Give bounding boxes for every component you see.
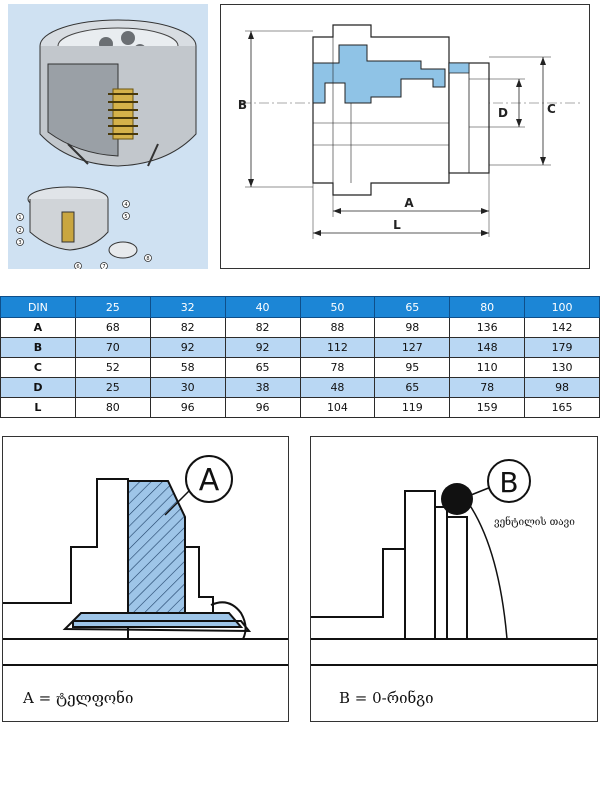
table-cell: 98 <box>374 317 451 338</box>
table-cell: 58 <box>149 357 226 378</box>
row-label: C <box>0 357 76 378</box>
table-row: C 52 58 65 78 95 110 130 <box>0 357 600 378</box>
table-cell: 88 <box>299 317 376 338</box>
callout-label: 6 <box>76 264 79 269</box>
detail-a-badge <box>185 455 233 503</box>
table-cell: 130 <box>524 357 600 378</box>
table-cell: 65 <box>374 377 451 398</box>
callout-label: 5 <box>124 214 127 220</box>
product-photo-panel: 1 2 3 4 5 6 7 8 <box>8 4 208 269</box>
table-cell: 148 <box>449 337 526 358</box>
table-row: L 80 96 96 104 119 159 165 <box>0 397 600 418</box>
table-cell: 82 <box>224 317 301 338</box>
table-header-cell: 40 <box>224 296 301 318</box>
o-ring-section <box>441 483 473 515</box>
table-cell: 78 <box>449 377 526 398</box>
table-cell: 110 <box>449 357 526 378</box>
row-label: B <box>0 337 76 358</box>
table-cell: 98 <box>524 377 600 398</box>
table-header-cell: 50 <box>299 296 376 318</box>
table-cell: 30 <box>149 377 226 398</box>
table-cell: 142 <box>524 317 600 338</box>
callout-label: 1 <box>18 215 21 221</box>
table-cell: 104 <box>299 397 376 418</box>
table-cell: 92 <box>224 337 301 358</box>
table-row: B 70 92 92 112 127 148 179 <box>0 337 600 358</box>
detail-b-note: ვენტილის თავი <box>494 517 575 528</box>
table-cell: 95 <box>374 357 451 378</box>
table-header-cell: 100 <box>524 296 600 318</box>
table-header-cell: 65 <box>374 296 451 318</box>
table-cell: 179 <box>524 337 600 358</box>
table-header-cell: 80 <box>449 296 526 318</box>
detail-b-badge <box>487 459 531 503</box>
table-cell: 25 <box>74 377 151 398</box>
table-cell: 127 <box>374 337 451 358</box>
dimension-label-a: A <box>404 196 414 210</box>
row-label: A <box>0 317 76 338</box>
dimension-label-b: B <box>238 98 247 112</box>
callout-label: 3 <box>18 240 21 246</box>
detail-a-badge-label: A <box>199 463 220 498</box>
callout-label: 8 <box>146 256 149 262</box>
callout-label: 2 <box>18 228 21 234</box>
table-cell: 82 <box>149 317 226 338</box>
callout-markers <box>16 200 152 269</box>
dimension-label-l: L <box>393 218 401 232</box>
detail-a-caption: A = ტელფონი <box>23 689 134 707</box>
table-cell: 165 <box>524 397 600 418</box>
detail-b-drawing: B <box>311 459 597 666</box>
table-cell: 80 <box>74 397 151 418</box>
table-header-cell: DIN <box>0 296 76 318</box>
table-cell: 68 <box>74 317 151 338</box>
table-header-cell: 25 <box>74 296 151 318</box>
table-cell: 96 <box>149 397 226 418</box>
table-header-row: DIN 25 32 40 50 65 80 100 <box>0 296 600 318</box>
detail-b-badge-label: B <box>499 466 518 499</box>
valve-section-drawing: B C D A L <box>238 24 581 239</box>
table-row: A 68 82 82 88 98 136 142 <box>0 317 600 338</box>
table-cell: 48 <box>299 377 376 398</box>
table-cell: 38 <box>224 377 301 398</box>
callout-label: 7 <box>102 264 105 269</box>
table-cell: 112 <box>299 337 376 358</box>
row-label: L <box>0 397 76 418</box>
technical-drawing-panel: B C D A L <box>220 4 590 269</box>
row-label: D <box>0 377 76 398</box>
table-cell: 92 <box>149 337 226 358</box>
table-cell: 96 <box>224 397 301 418</box>
table-cell: 70 <box>74 337 151 358</box>
table-cell: 119 <box>374 397 451 418</box>
table-cell: 65 <box>224 357 301 378</box>
dimension-label-c: C <box>547 102 556 116</box>
table-cell: 78 <box>299 357 376 378</box>
valve-cutaway-illustration: 1 2 3 4 5 6 7 8 <box>16 19 197 269</box>
table-header-cell: 32 <box>149 296 226 318</box>
table-cell: 52 <box>74 357 151 378</box>
table-cell: 159 <box>449 397 526 418</box>
dimension-label-d: D <box>498 106 508 120</box>
table-row: D 25 30 38 48 65 78 98 <box>0 377 600 398</box>
table-cell: 136 <box>449 317 526 338</box>
detail-a-drawing: A <box>3 455 288 666</box>
detail-b-panel: B ვენტილის თავი B = 0-რინგი <box>310 436 598 722</box>
detail-a-panel: A A = ტელფონი <box>2 436 289 722</box>
detail-b-caption: B = 0-რინგი <box>339 689 434 707</box>
callout-label: 4 <box>124 202 127 208</box>
dimensions-table: DIN 25 32 40 50 65 80 100 A 68 82 82 88 … <box>0 296 600 418</box>
